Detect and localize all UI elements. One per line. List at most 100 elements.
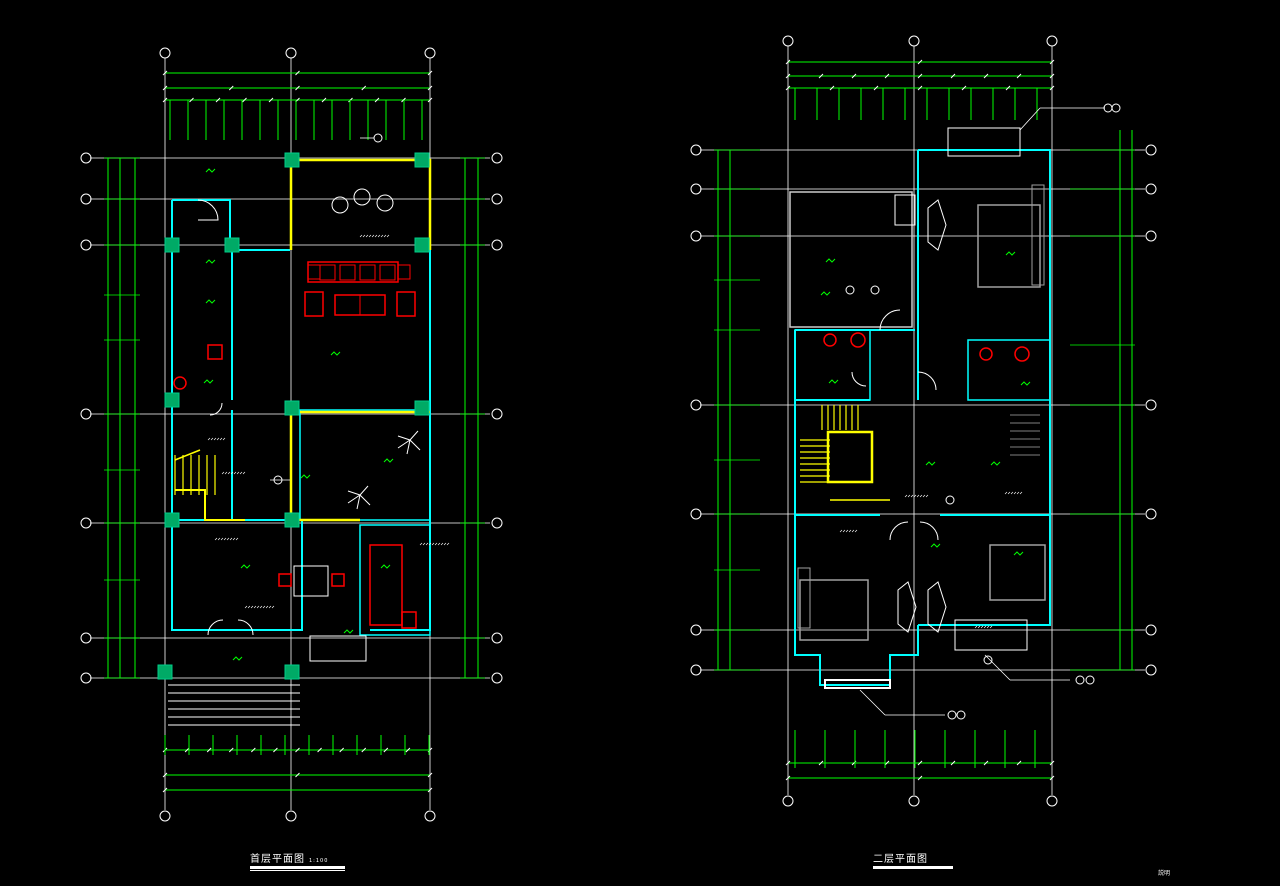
bathtub [927,581,947,633]
dimension-tick [427,772,433,778]
dimension-tick [189,97,194,103]
annotation-mark [244,605,248,609]
window-sill [824,679,891,689]
annotation-mark [422,542,426,546]
axis-bubble [1145,664,1157,676]
column [414,152,430,168]
annotation-mark [271,605,275,609]
column [414,400,430,416]
room-label-mark [232,656,243,661]
annotation-mark [222,437,226,441]
annotation-mark [226,537,230,541]
leader-line [984,654,1011,681]
toilet [823,333,837,347]
room-label-mark [203,379,214,384]
annotation-mark [428,542,432,546]
axis-bubble [80,408,92,420]
lounge-chair [376,194,394,212]
annotation-mark [383,234,387,238]
dimension-tick [1049,73,1055,79]
annotation-mark [265,605,269,609]
annotation-mark [362,234,366,238]
annotation-mark [919,494,923,498]
annotation-mark [989,625,993,629]
door-swing [889,521,939,541]
annotation-mark [239,471,243,475]
annotation-mark [434,542,438,546]
detail-bubble [273,475,283,485]
leader-line [859,689,886,716]
annotation-mark [839,529,843,533]
axis-bubble [1046,35,1058,47]
bed [989,544,1046,601]
annotation-mark [1013,491,1017,495]
sofa-arm [397,264,411,280]
annotation-mark [227,471,231,475]
room-label-mark [380,564,391,569]
dimension-tick [383,747,389,753]
axis-bubble [690,399,702,411]
dimension-tick [250,747,256,753]
room-label-mark [925,461,936,466]
toilet [979,347,993,361]
axis-bubble [491,672,503,684]
bathtub [927,199,947,251]
dimension-tick [295,747,300,753]
dimension-tick [917,73,923,79]
annotation-mark [236,471,240,475]
room-label-mark [205,259,216,264]
plan-scale: 1:100 [309,858,329,864]
axis-bubble [80,632,92,644]
room-label-mark [383,458,394,463]
dimension-tick [785,775,791,781]
basin [1014,346,1030,362]
axis-bubble [690,230,702,242]
room-label-mark [1020,381,1031,386]
column [164,237,180,253]
annotation-mark [223,537,227,541]
dimension-tick [961,85,967,91]
annotation-mark [371,234,375,238]
room-label-mark [240,564,251,569]
annotation-mark [253,605,257,609]
room-label-mark [828,379,839,384]
dimension-tick [162,97,168,103]
axis-bubble [491,152,503,164]
corner-note: 説明 [1158,870,1171,877]
annotation-mark [250,605,254,609]
lounge-chair [331,196,349,214]
annotation-mark [974,625,978,629]
axis-bubble [159,810,171,822]
annotation-mark [216,437,220,441]
column [164,512,180,528]
axis-bubble [908,35,920,47]
annotation-mark [419,542,423,546]
axis-bubble [690,508,702,520]
stair-outline [175,489,245,521]
door-swing [879,309,901,331]
axis-bubble [1145,624,1157,636]
dimension-tick [785,85,791,91]
annotation-mark [848,529,852,533]
room-label-mark [820,291,831,296]
kitchen-counter [369,544,403,626]
annotation-mark [986,625,990,629]
axis-bubble [491,517,503,529]
axis-bubble [782,795,794,807]
sofa-cushion [319,264,336,281]
dining-room-wall [171,519,303,631]
room-label-mark [205,299,216,304]
dimension-tick [1016,760,1022,766]
axis-bubble [491,239,503,251]
detail-bubble [947,710,957,720]
dimension-tick [884,73,890,79]
dimension-tick [295,85,300,91]
annotation-mark [440,542,444,546]
dimension-tick [215,97,221,103]
axis-bubble [491,193,503,205]
door-swing [197,199,219,221]
dimension-tick [206,747,212,753]
door-swing [917,371,937,391]
title-underline [250,866,345,869]
